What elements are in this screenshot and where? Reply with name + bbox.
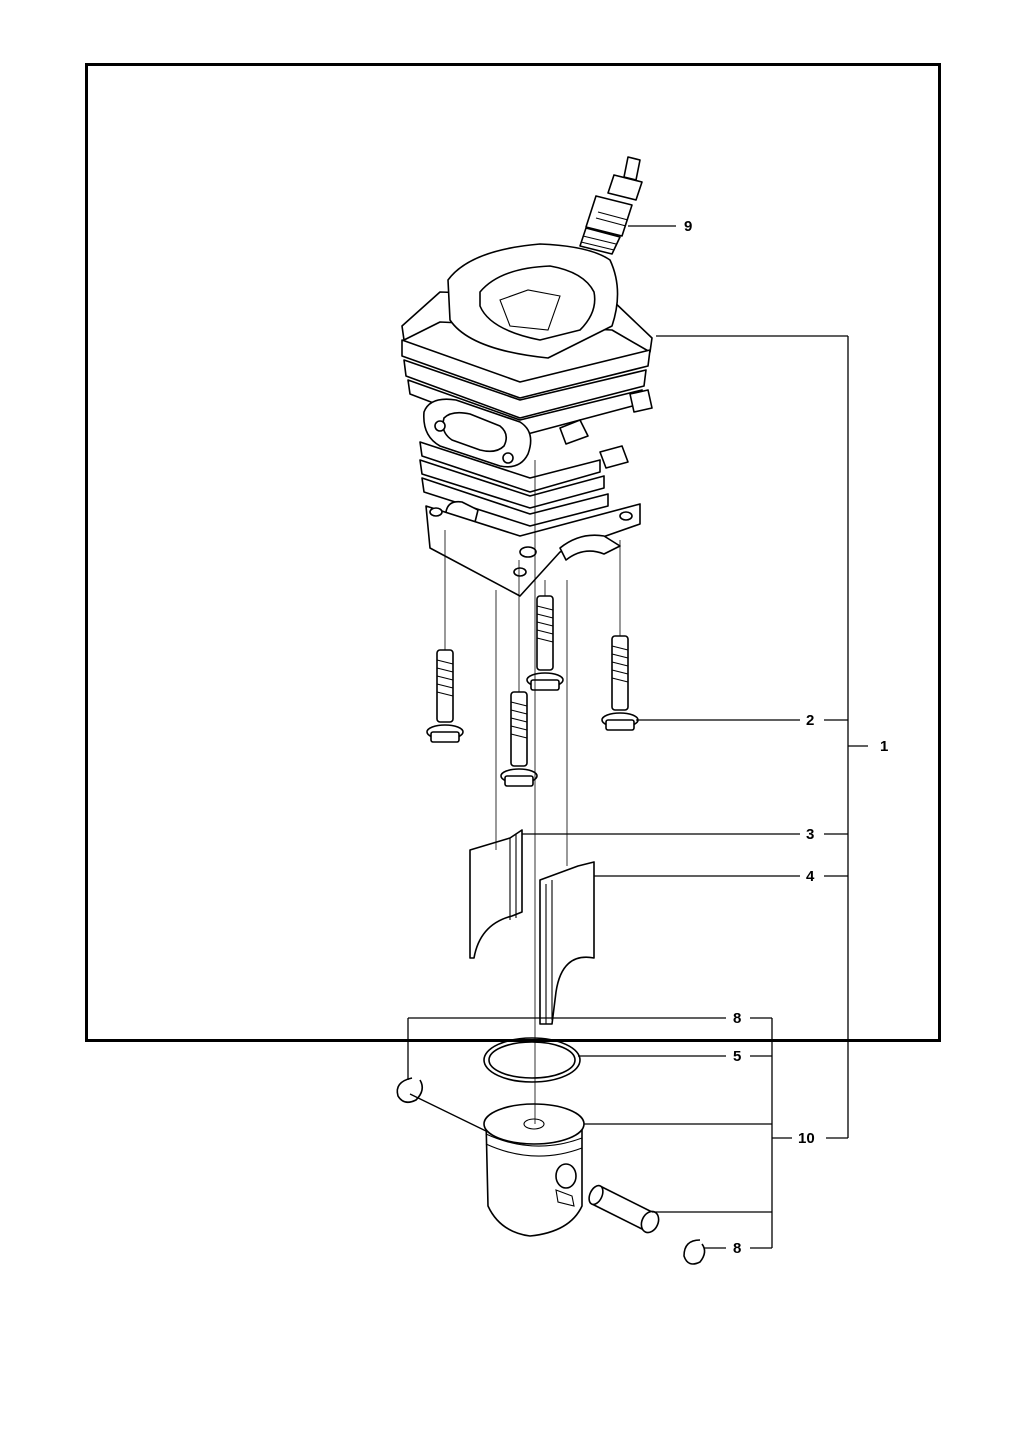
callout-1: 1 [880, 738, 888, 755]
cylinder [401, 243, 653, 597]
callout-5: 5 [733, 1048, 741, 1065]
circlip [396, 1077, 424, 1104]
cylinder-bolt [601, 635, 639, 731]
cylinder-bolts [426, 595, 639, 787]
cylinder-bolt [526, 595, 564, 691]
leader-lines [407, 225, 868, 1249]
callout-4: 4 [806, 868, 815, 885]
callout-8-bottom: 8 [733, 1240, 741, 1257]
callouts: 9 2 1 3 4 8 5 10 8 [684, 218, 888, 1257]
cylinder-bolt [426, 649, 464, 743]
callout-9: 9 [684, 218, 692, 235]
callout-8-top: 8 [733, 1010, 741, 1027]
cylinder-bolt [500, 691, 538, 787]
spark-plug [579, 156, 643, 255]
piston [483, 1103, 585, 1237]
callout-2: 2 [806, 712, 814, 729]
transfer-port-covers [469, 829, 595, 1025]
piston-ring [483, 1037, 581, 1083]
piston-pin [588, 1184, 660, 1234]
callout-10: 10 [798, 1130, 815, 1147]
callout-3: 3 [806, 826, 814, 843]
projection-lines [444, 460, 621, 1124]
circlip [683, 1239, 706, 1265]
